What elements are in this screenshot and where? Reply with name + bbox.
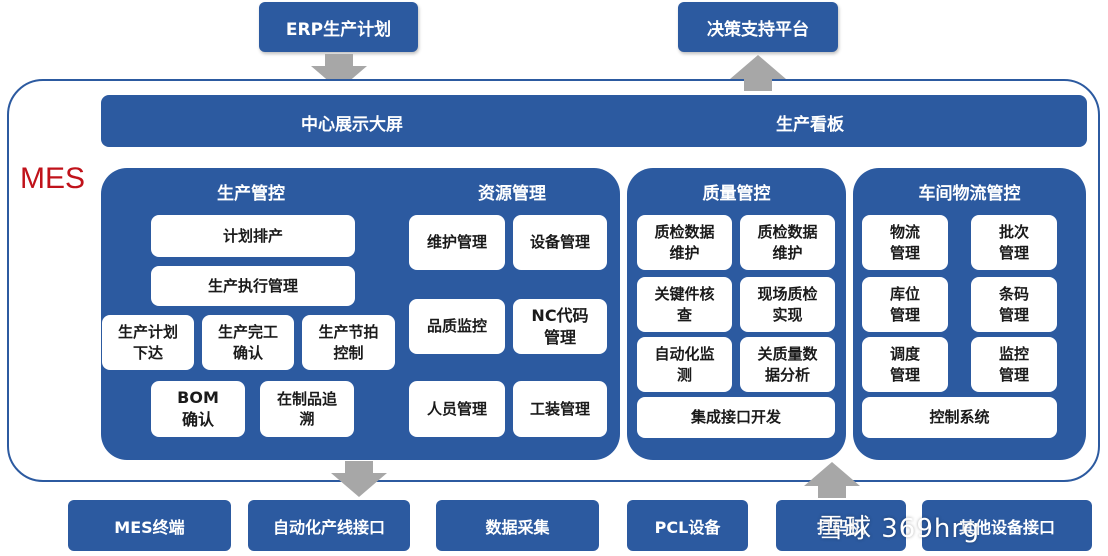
tooling-mgmt-box: 工装管理 [513, 381, 607, 437]
mes-terminal-box: MES终端 [68, 500, 231, 551]
nc-code-mgmt-box: NC代码 管理 [513, 299, 607, 354]
production-control-title: 生产管控 [217, 184, 285, 204]
qc-data-maint-box-2: 质检数据 维护 [740, 215, 835, 270]
logistics-mgmt-box: 物流 管理 [862, 215, 948, 270]
quality-analysis-box: 关质量数 据分析 [740, 337, 835, 392]
location-mgmt-box: 库位 管理 [862, 277, 948, 332]
wip-trace-box: 在制品追 溯 [260, 381, 354, 437]
decision-support-box: 决策支持平台 [678, 2, 838, 52]
auto-line-interface-box: 自动化产线接口 [248, 500, 410, 551]
control-system-box: 控制系统 [862, 397, 1057, 438]
bottom-up-arrow [804, 462, 860, 498]
integration-interface-box: 集成接口开发 [637, 397, 835, 438]
erp-plan-box: ERP生产计划 [259, 2, 418, 52]
batch-mgmt-box: 批次 管理 [971, 215, 1057, 270]
takt-control-box: 生产节拍 控制 [302, 315, 395, 370]
display-production-board: 生产看板 [776, 115, 844, 135]
quality-monitor-box: 品质监控 [409, 299, 505, 354]
decision-up-arrow [730, 55, 786, 91]
resource-management-title: 资源管理 [478, 184, 546, 204]
key-part-check-box: 关键件核 查 [637, 277, 732, 332]
onsite-qc-box: 现场质检 实现 [740, 277, 835, 332]
personnel-mgmt-box: 人员管理 [409, 381, 505, 437]
monitor-mgmt-box: 监控 管理 [971, 337, 1057, 392]
barcode-mgmt-box: 条码 管理 [971, 277, 1057, 332]
pcl-device-box: PCL设备 [627, 500, 748, 551]
production-execution-box: 生产执行管理 [151, 266, 355, 306]
logistics-control-title: 车间物流管控 [918, 184, 1021, 204]
display-bar: 中心展示大屏 生产看板 [101, 95, 1087, 147]
other-device-interface-box: 其他设备接口 [922, 500, 1092, 551]
equipment-mgmt-box: 设备管理 [513, 215, 607, 270]
mes-label: MES [20, 162, 86, 195]
watermark: 雪球 369hrg [818, 514, 981, 544]
dispatch-mgmt-box: 调度 管理 [862, 337, 948, 392]
plan-release-box: 生产计划 下达 [102, 315, 194, 370]
marking-machine-box: 打码机 [776, 500, 906, 551]
completion-confirm-box: 生产完工 确认 [202, 315, 294, 370]
bom-confirm-box: BOM 确认 [151, 381, 245, 437]
bottom-down-arrow [331, 461, 387, 497]
data-collection-box: 数据采集 [436, 500, 599, 551]
quality-control-title: 质量管控 [702, 184, 771, 204]
maintenance-mgmt-box: 维护管理 [409, 215, 505, 270]
qc-data-maint-box-1: 质检数据 维护 [637, 215, 732, 270]
auto-monitor-box: 自动化监 测 [637, 337, 732, 392]
display-center-screen: 中心展示大屏 [301, 115, 403, 135]
erp-down-arrow [311, 54, 367, 90]
plan-scheduling-box: 计划排产 [151, 215, 355, 257]
